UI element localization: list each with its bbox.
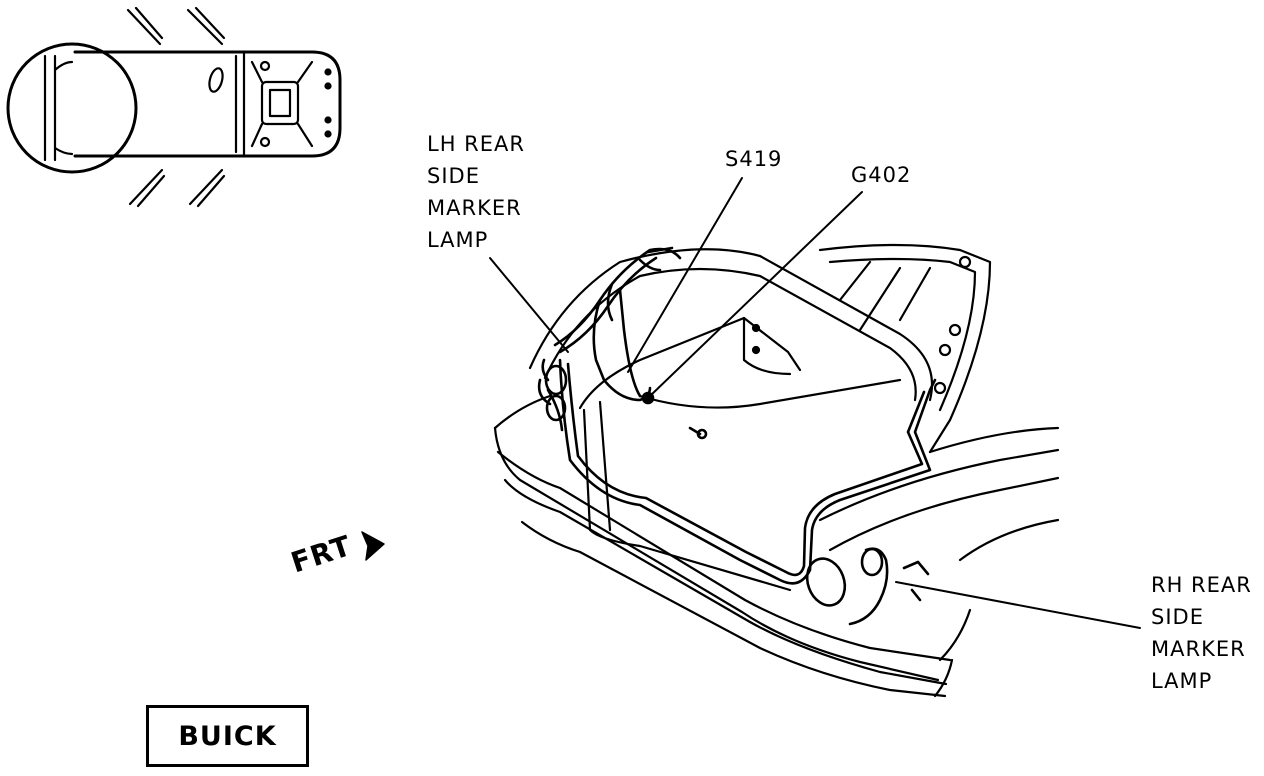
- rh-rear-side-marker-lamp-label: RH REAR SIDE MARKER LAMP: [1151, 569, 1252, 697]
- lh-label-line-1: LH REAR: [427, 132, 525, 156]
- rh-label-line-4: LAMP: [1151, 669, 1213, 693]
- make-badge-text: BUICK: [178, 720, 277, 752]
- wiring-harness: [537, 246, 937, 626]
- make-badge: BUICK: [146, 705, 309, 767]
- lh-label-line-3: MARKER: [427, 196, 522, 220]
- splice-s419-label: S419: [725, 147, 783, 171]
- callout-leaders: [489, 177, 1141, 629]
- rear-bumper: [493, 394, 972, 698]
- rh-label-line-3: MARKER: [1151, 637, 1246, 661]
- arrow-right-icon: [361, 531, 385, 561]
- vehicle-top-view-icon: [6, 6, 342, 208]
- lh-label-line-2: SIDE: [427, 164, 480, 188]
- lh-label-line-4: LAMP: [427, 228, 489, 252]
- lh-rear-side-marker-lamp-label: LH REAR SIDE MARKER LAMP: [427, 128, 525, 256]
- ground-g402-label: G402: [851, 163, 912, 187]
- rh-label-line-1: RH REAR: [1151, 573, 1252, 597]
- rh-label-line-2: SIDE: [1151, 605, 1204, 629]
